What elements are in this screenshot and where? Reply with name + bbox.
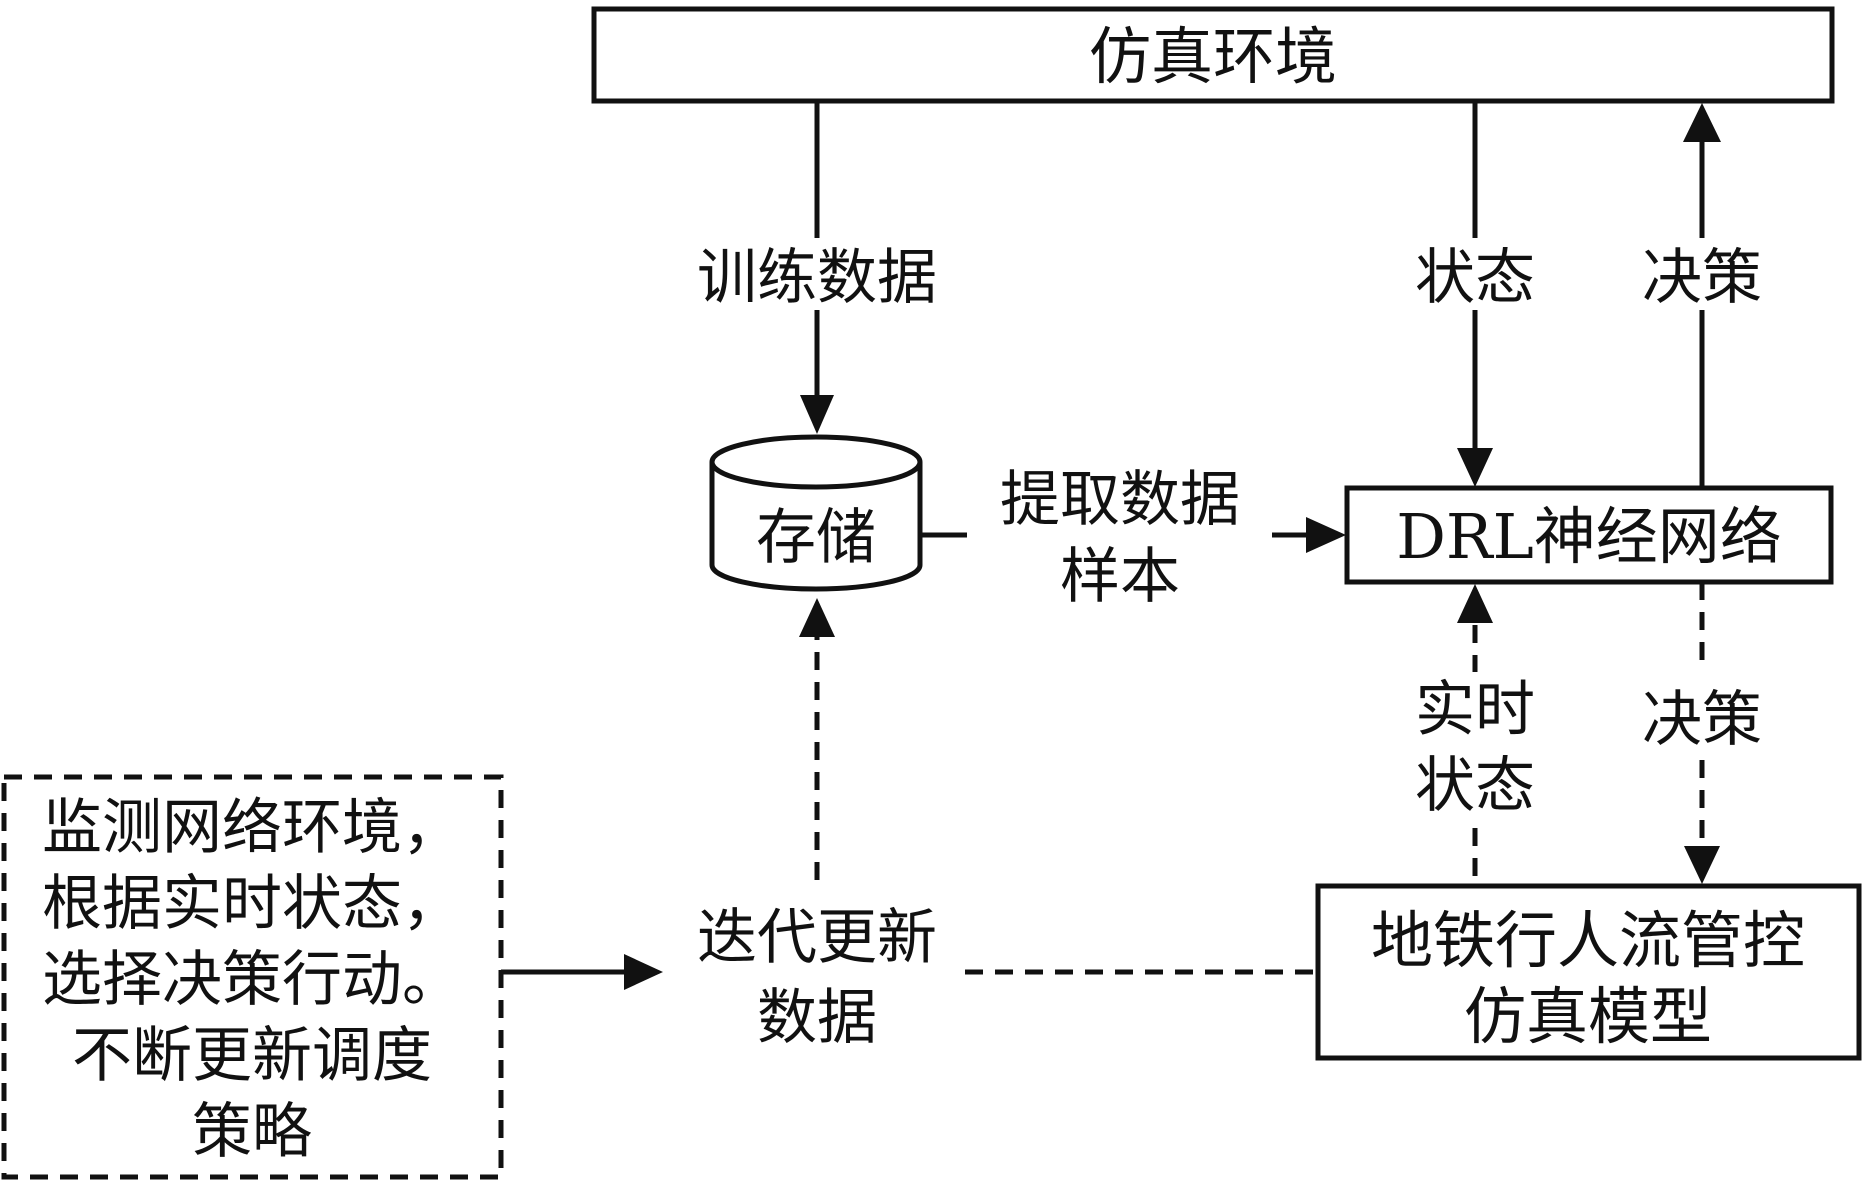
edge-decision-top: 决策 — [1642, 103, 1762, 487]
state-arrowhead — [1457, 448, 1493, 487]
subway-model-label-line-2: 仿真模型 — [1464, 980, 1712, 1053]
edge-monitor-to-iterate — [501, 954, 663, 990]
edge-iterate-to-storage — [799, 598, 835, 880]
node-sim-env: 仿真环境 — [591, 6, 1835, 104]
realtime-state-label-line-1: 实时 — [1415, 675, 1535, 745]
monitor-box — [1, 774, 504, 1180]
decision-bottom-arrowhead — [1684, 846, 1720, 884]
extract-label-line-2: 样本 — [1060, 542, 1180, 612]
edge-state: 状态 — [1415, 101, 1535, 487]
monitor-line-2: 根据实时状态， — [42, 869, 462, 939]
training-data-arrowhead — [800, 395, 834, 434]
edge-realtime-state: 实时 状态 — [1415, 584, 1535, 885]
realtime-state-arrowhead — [1457, 584, 1493, 623]
iterate-label-line-1: 迭代更新 — [697, 903, 937, 973]
storage-label: 存储 — [756, 503, 876, 573]
realtime-state-label-line-2: 状态 — [1415, 751, 1535, 821]
decision-top-arrowhead — [1683, 103, 1721, 142]
monitor-to-iterate-arrowhead — [624, 954, 663, 990]
extract-label-line-1: 提取数据 — [1000, 465, 1240, 535]
monitor-line-1: 监测网络环境， — [42, 793, 462, 863]
iterate-label-line-2: 数据 — [757, 983, 877, 1053]
node-storage: 存储 — [709, 434, 923, 592]
edge-training-data: 训练数据 — [697, 101, 937, 434]
storage-cylinder-body — [709, 462, 923, 592]
node-iterate: 迭代更新 数据 — [697, 903, 937, 1053]
state-label: 状态 — [1415, 243, 1535, 313]
decision-top-label: 决策 — [1642, 243, 1762, 313]
sim-env-box — [591, 6, 1835, 104]
node-monitor: 监测网络环境， 根据实时状态， 选择决策行动。 不断更新调度 策略 — [1, 774, 504, 1180]
sim-env-label: 仿真环境 — [1089, 20, 1337, 93]
edge-decision-bottom: 决策 — [1642, 582, 1762, 884]
storage-cylinder-top — [709, 434, 923, 490]
subway-model-box — [1315, 883, 1862, 1061]
iterate-to-storage-arrowhead — [799, 598, 835, 637]
monitor-line-4: 不断更新调度 — [72, 1021, 432, 1091]
training-data-label: 训练数据 — [697, 243, 937, 313]
edge-extract-samples: 提取数据 样本 — [920, 465, 1346, 612]
monitor-line-3: 选择决策行动。 — [42, 945, 462, 1015]
extract-arrowhead — [1306, 517, 1346, 553]
node-subway-model: 地铁行人流管控 仿真模型 — [1315, 883, 1862, 1061]
subway-model-label-line-1: 地铁行人流管控 — [1371, 904, 1805, 977]
node-drl: DRL神经网络 — [1344, 485, 1834, 585]
decision-bottom-label: 决策 — [1642, 685, 1762, 755]
drl-box — [1344, 485, 1834, 585]
monitor-line-5: 策略 — [192, 1097, 312, 1167]
drl-label: DRL神经网络 — [1396, 500, 1782, 573]
